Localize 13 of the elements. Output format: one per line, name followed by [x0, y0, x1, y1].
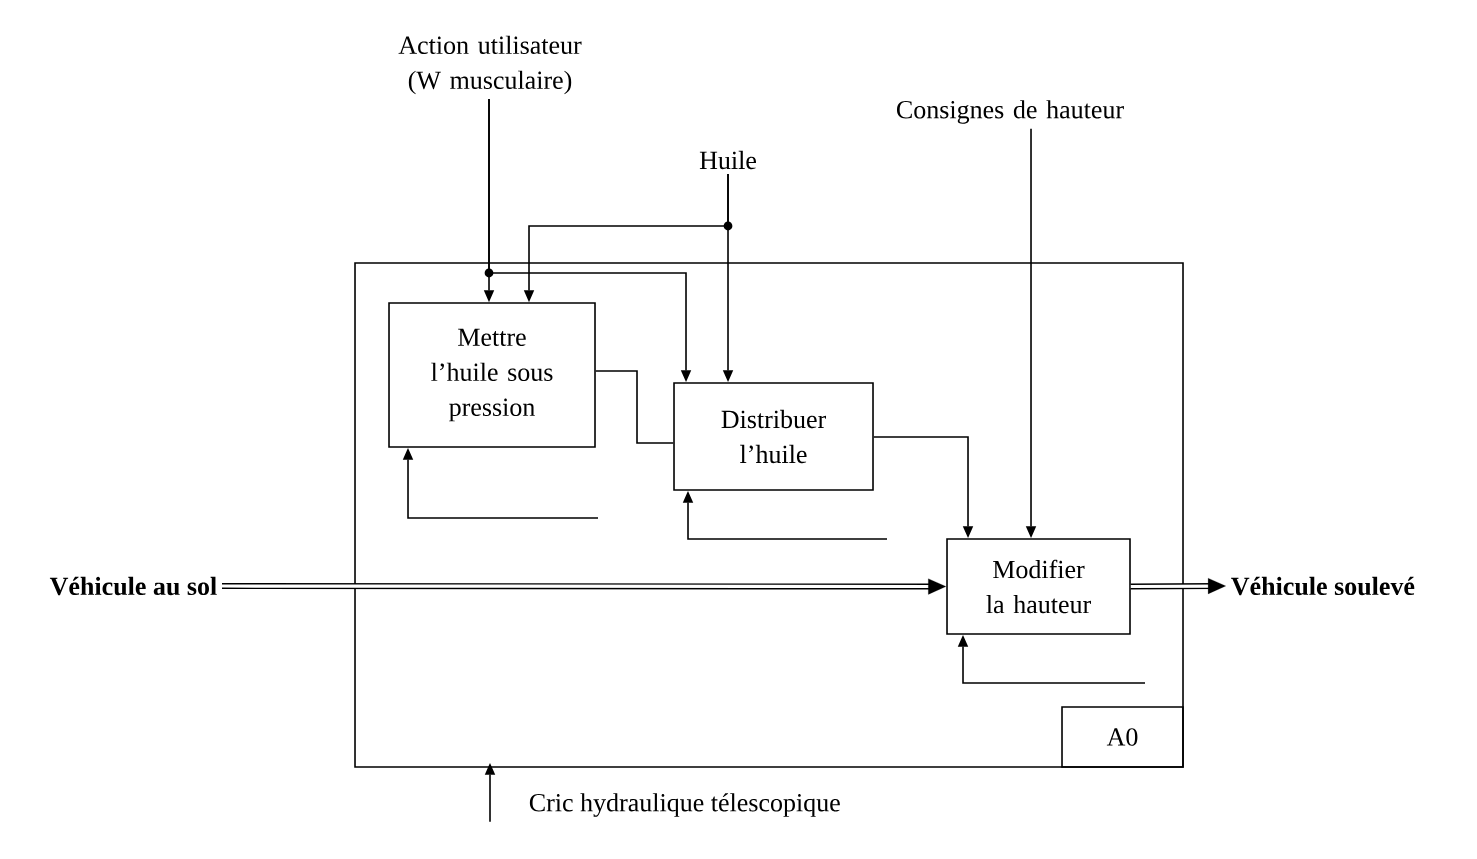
- input-label: Véhicule au sol: [49, 576, 217, 596]
- control-label: Consignes de hauteur: [897, 100, 1124, 124]
- input-label: Huile: [699, 150, 756, 170]
- id-box: A0: [1061, 706, 1184, 768]
- activity-box: Modifier la hauteur: [946, 538, 1131, 635]
- arrow: [222, 578, 947, 595]
- activity-box: Mettre l’huile sous pression: [388, 302, 596, 448]
- output-label: Véhicule soulevé: [1231, 576, 1415, 596]
- input-label: Action utilisateur (W musculaire): [398, 35, 582, 95]
- mechanism-label: Cric hydraulique télescopique: [529, 793, 840, 817]
- function-box: [354, 262, 1184, 768]
- activity-box: Distribuer l’huile: [673, 382, 874, 491]
- arrow: [1130, 578, 1226, 594]
